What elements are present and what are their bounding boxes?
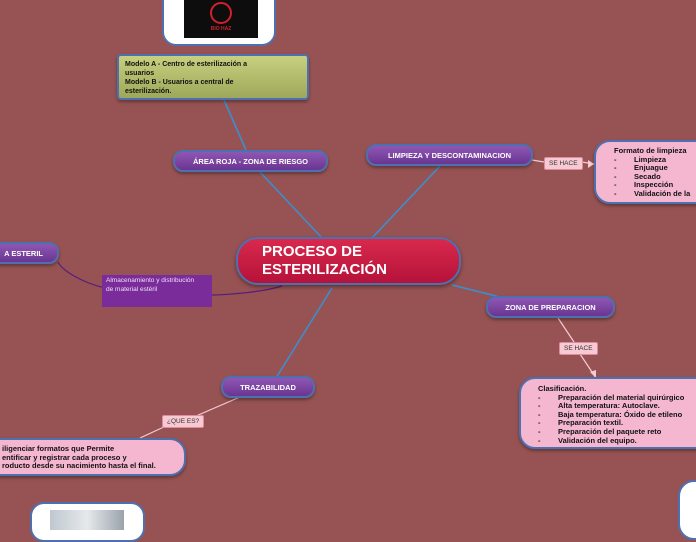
esteril-label: A ESTERIL [4,249,43,258]
photo-thumbnail [50,510,124,530]
area-roja-node[interactable]: ÁREA ROJA - ZONA DE RIESGO [173,150,328,172]
trazabilidad-connector-tag: ¿QUE ES? [162,415,204,428]
central-topic[interactable]: PROCESO DE ESTERILIZACIÓN [236,237,461,285]
area-roja-detail-line3: Modelo B - Usuarios a central de [125,78,301,87]
preparacion-connector-tag: SE HACE [559,342,598,355]
link-central-limpieza [372,166,440,238]
area-roja-detail-line1: Modelo A - Centro de esterilización a [125,60,301,69]
link-central-preparacion [452,285,500,297]
biohazard-icon [210,2,232,24]
esteril-connector-line2: de material estéril [106,286,208,295]
link-limpieza-sehace [532,160,544,162]
esteril-node[interactable]: A ESTERIL [0,242,59,264]
link-area-roja-modelo [224,100,246,150]
link-central-area-roja [260,172,322,238]
bottom-image-card [30,502,145,542]
limpieza-node[interactable]: LIMPIEZA Y DESCONTAMINACION [366,144,533,166]
link-queesp-trazdesc [140,426,166,438]
esteril-connector-line1: Almacenamiento y distribución [106,277,208,286]
clasificacion-item: -Validación del equipo. [538,437,696,446]
central-title-line1: PROCESO DE [262,243,459,261]
area-roja-detail-box[interactable]: Modelo A - Centro de esterilización a us… [117,54,309,100]
formato-limpieza-item: -Validación de la [614,190,696,199]
link-trazabilidad-queesp [196,397,240,416]
trazabilidad-line3: roducto desde su nacimiento hasta el fin… [2,462,184,471]
central-title-line2: ESTERILIZACIÓN [262,261,459,279]
link-central-trazabilidad [276,288,332,378]
formato-limpieza-box[interactable]: Formato de limpieza -Limpieza -Enjuague … [594,140,696,204]
biohazard-logo-card: BIO HAZ [162,0,276,46]
biohazard-logo-text: BIO HAZ [184,26,258,32]
bottom-right-card [678,480,696,540]
trazabilidad-node[interactable]: TRAZABILIDAD [221,376,315,398]
link-preparacion-sehace [558,318,574,342]
biohazard-logo: BIO HAZ [184,0,258,38]
zona-preparacion-node[interactable]: ZONA DE PREPARACION [486,296,615,318]
limpieza-connector-tag: SE HACE [544,157,583,170]
trazabilidad-description-box[interactable]: iligenciar formatos que Permite entifica… [0,438,186,476]
area-roja-detail-line4: esterilización. [125,87,301,96]
area-roja-detail-line2: usuarios [125,69,301,78]
clasificacion-box[interactable]: Clasificación. -Preparación del material… [519,377,696,449]
esteril-connector-box: Almacenamiento y distribución de materia… [102,275,212,307]
